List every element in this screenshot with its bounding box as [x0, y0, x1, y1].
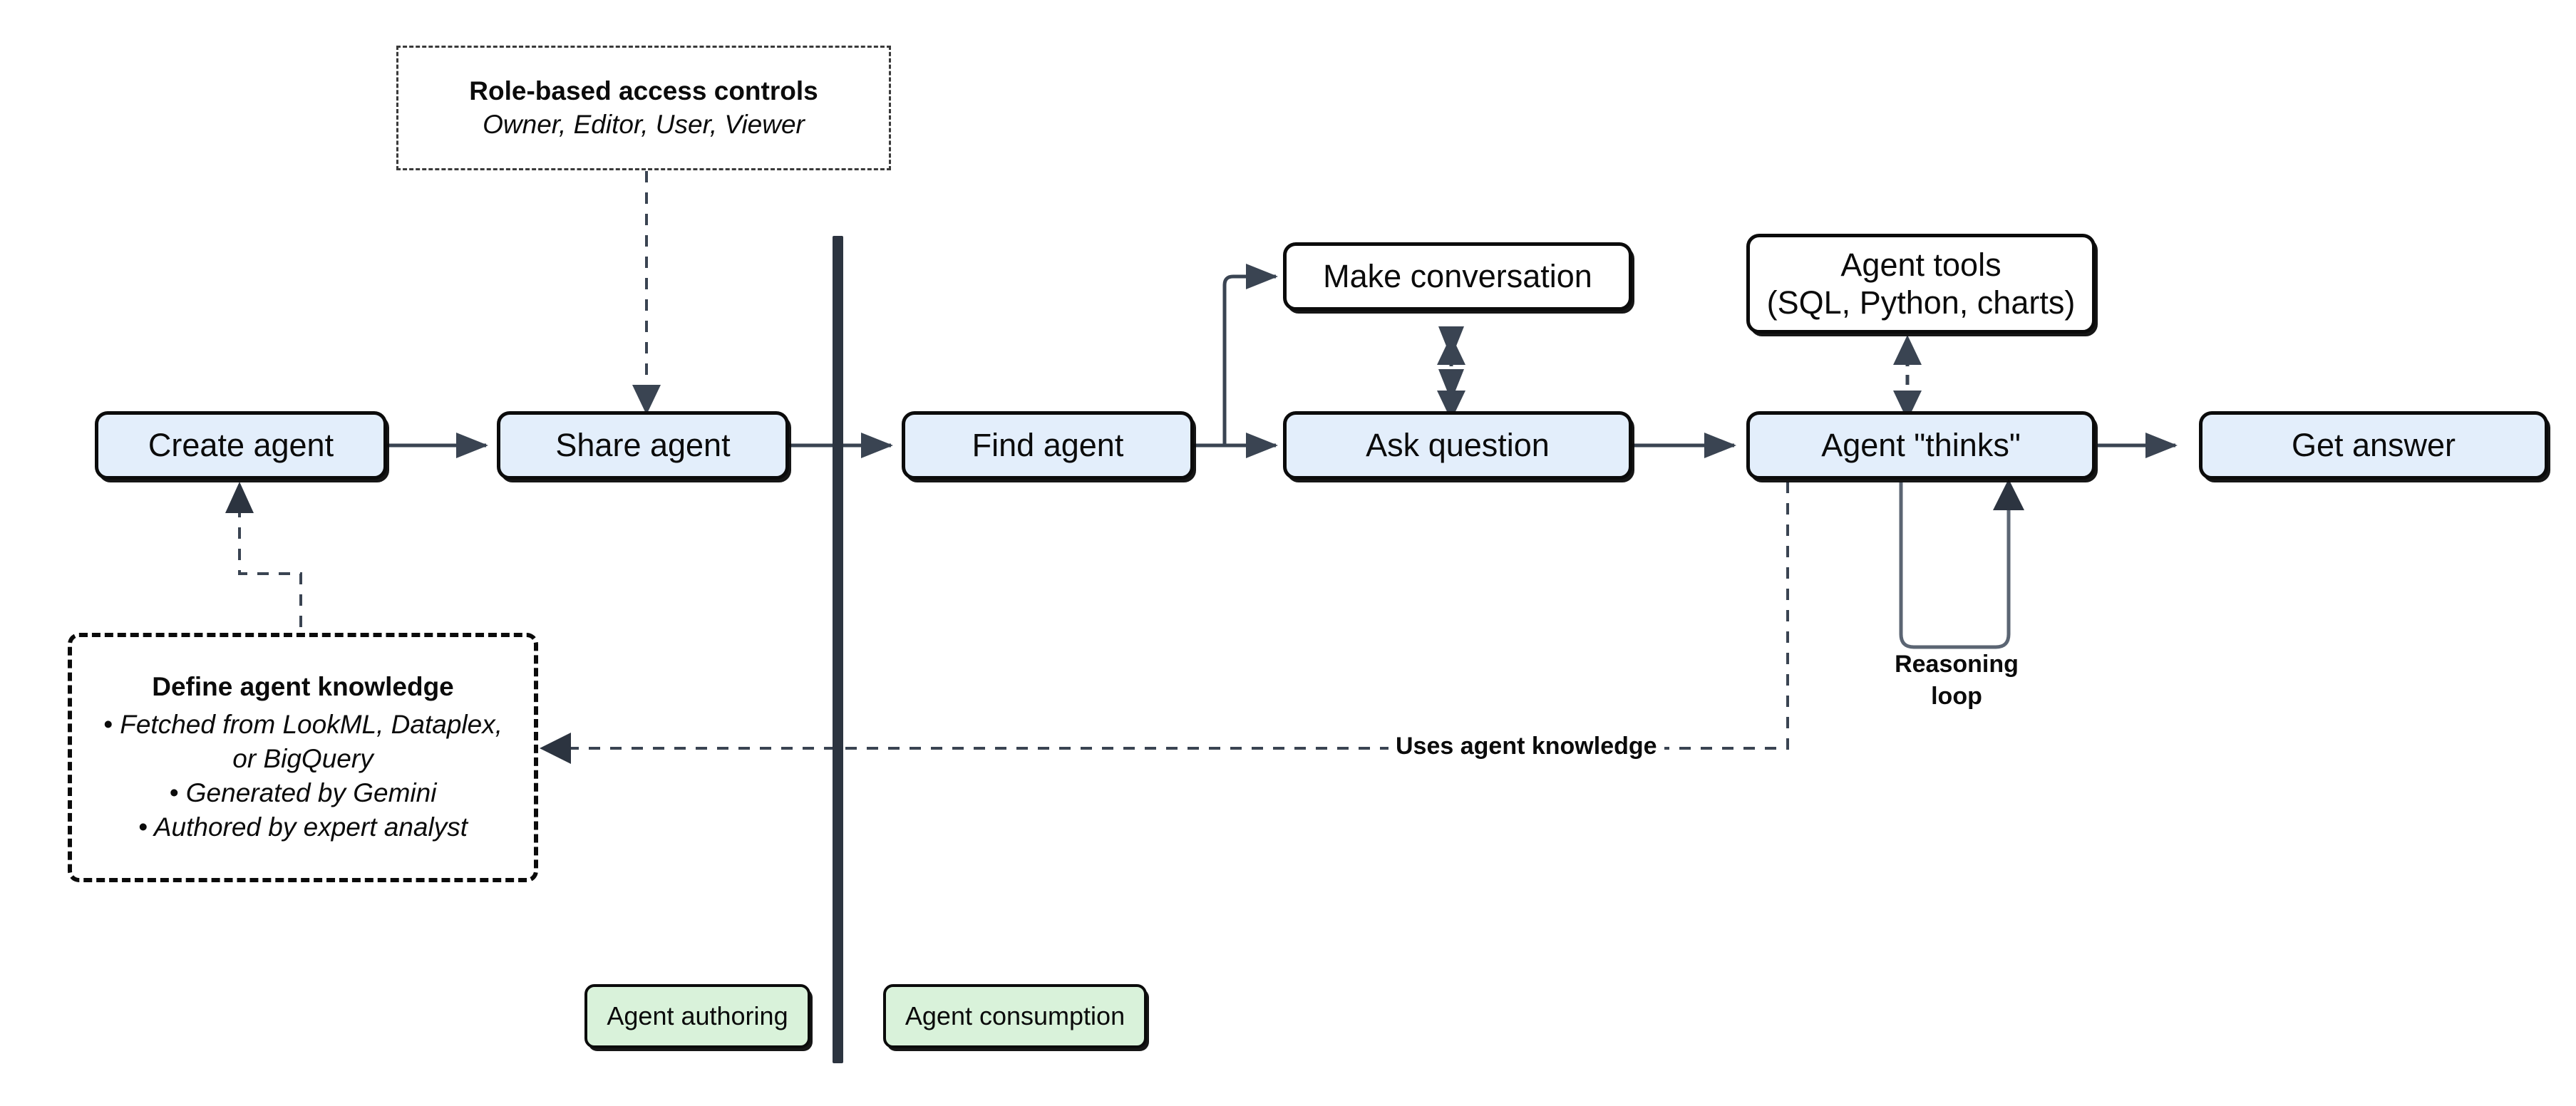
node-create-agent-label: Create agent	[148, 427, 334, 464]
note-rbac-subtitle: Owner, Editor, User, Viewer	[483, 109, 805, 139]
note-knowledge-item-2: • Generated by Gemini	[169, 778, 437, 808]
edge-label-reasoning-loop-line2: loop	[1931, 682, 1982, 710]
edge-label-reasoning-loop: Reasoning loop	[1882, 648, 2031, 713]
node-find-agent-label: Find agent	[972, 427, 1124, 464]
note-knowledge-item-0: • Fetched from LookML, Dataplex,	[103, 709, 503, 739]
node-make-conversation-label: Make conversation	[1323, 258, 1592, 295]
node-create-agent[interactable]: Create agent	[95, 411, 387, 480]
node-get-answer-label: Get answer	[2291, 427, 2456, 464]
node-make-conversation[interactable]: Make conversation	[1283, 242, 1632, 311]
arrowhead-knowledge-to-create	[225, 482, 254, 513]
arrowhead-down-ask-question	[1437, 391, 1465, 420]
legend-agent-authoring[interactable]: Agent authoring	[584, 984, 810, 1048]
note-define-agent-knowledge: Define agent knowledge • Fetched from Lo…	[68, 633, 538, 882]
connector-branch-to-make-conversation	[1222, 264, 1279, 445]
edge-label-reasoning-loop-line1: Reasoning	[1895, 651, 2019, 678]
note-role-based-access-controls: Role-based access controls Owner, Editor…	[396, 46, 891, 170]
node-share-agent-label: Share agent	[555, 427, 731, 464]
node-ask-question[interactable]: Ask question	[1283, 411, 1632, 480]
node-agent-tools-label-line1: Agent tools	[1840, 246, 2001, 283]
arrowhead-up-make-conversation	[1437, 335, 1465, 365]
note-knowledge-title: Define agent knowledge	[152, 671, 454, 701]
legend-agent-authoring-label: Agent authoring	[607, 1001, 788, 1030]
legend-agent-consumption-label: Agent consumption	[905, 1001, 1125, 1030]
node-get-answer[interactable]: Get answer	[2199, 411, 2548, 480]
node-share-agent[interactable]: Share agent	[497, 411, 789, 480]
connector-thinks-to-knowledge	[567, 482, 1789, 750]
edge-label-uses-agent-knowledge: Uses agent knowledge	[1389, 733, 1664, 760]
note-rbac-title: Role-based access controls	[469, 76, 818, 105]
note-knowledge-item-3: • Authored by expert analyst	[138, 812, 468, 842]
node-agent-tools[interactable]: Agent tools (SQL, Python, charts)	[1746, 234, 2096, 334]
node-find-agent[interactable]: Find agent	[902, 411, 1194, 480]
arrowhead-uses-agent-knowledge	[540, 733, 571, 764]
arrowhead-down-agent-thinks	[1893, 391, 1922, 420]
arrowhead-rbac-to-share	[632, 385, 661, 415]
arrowhead-up-agent-tools	[1893, 335, 1922, 365]
legend-agent-consumption[interactable]: Agent consumption	[883, 984, 1147, 1048]
note-knowledge-item-1: or BigQuery	[232, 744, 373, 774]
arrowhead-reasoning-loop	[1993, 479, 2024, 510]
node-agent-thinks[interactable]: Agent "thinks"	[1746, 411, 2096, 480]
connector-reasoning-loop	[1899, 482, 2011, 649]
node-agent-tools-label-line2: (SQL, Python, charts)	[1766, 284, 2076, 321]
node-agent-thinks-label: Agent "thinks"	[1821, 427, 2021, 464]
node-ask-question-label: Ask question	[1366, 427, 1550, 464]
section-divider	[833, 236, 843, 1063]
